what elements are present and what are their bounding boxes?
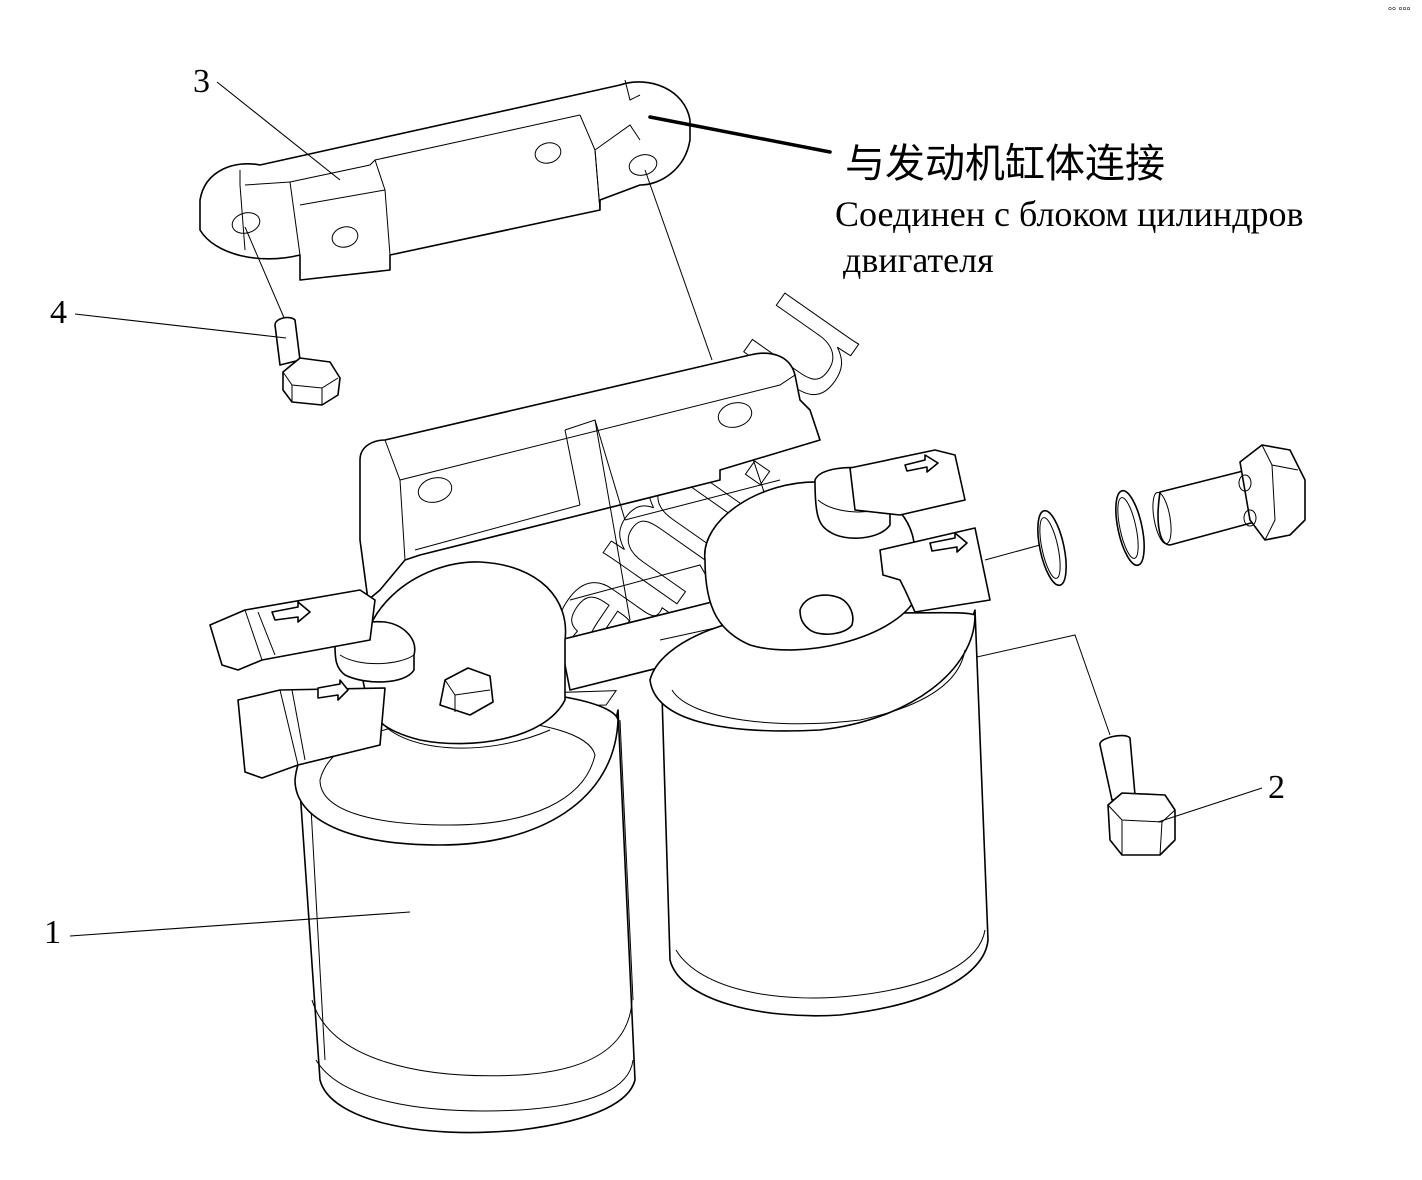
washers-and-fitting	[1037, 444, 1306, 587]
note-leader	[648, 115, 832, 154]
note-russian-line2: двигателя	[843, 240, 994, 280]
upper-bracket-part-3	[199, 79, 691, 281]
svg-text:3: 3	[193, 63, 210, 100]
svg-text:2: 2	[1268, 769, 1285, 806]
callout-1: 1	[44, 911, 411, 951]
svg-text:1: 1	[44, 914, 61, 951]
note-chinese: 与发动机缸体连接	[845, 141, 1165, 187]
filter-head	[359, 352, 821, 691]
assembly-line-fitting	[984, 544, 1041, 561]
filter-right	[649, 449, 991, 1017]
bolt-part-4	[274, 316, 341, 406]
corner-mark: °° °°°	[1388, 6, 1411, 17]
bolt-part-2	[1099, 734, 1176, 856]
callout-4: 4	[50, 294, 287, 339]
svg-text:4: 4	[50, 294, 67, 331]
note-russian-line1: Соединен с блоком цилиндров	[835, 194, 1304, 234]
assembly-line-bracket	[644, 169, 713, 361]
callout-3: 3	[193, 63, 341, 181]
filter-left-part-1	[209, 561, 636, 1134]
callout-2: 2	[1157, 769, 1285, 823]
assembly-line-bolt-4	[244, 226, 286, 321]
